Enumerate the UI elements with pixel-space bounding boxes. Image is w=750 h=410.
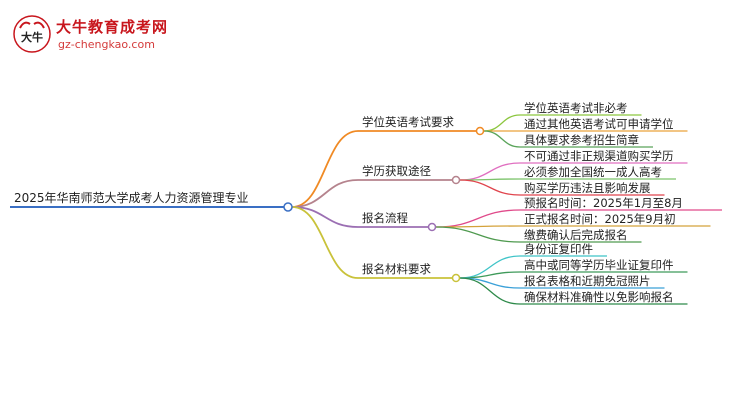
branch-node-dot (451, 175, 461, 185)
branch-label: 学历获取途径 (362, 164, 431, 178)
leaf-connector (483, 130, 521, 148)
leaf-connector (459, 179, 521, 196)
leaf-connector (459, 162, 521, 181)
bull-logo-icon: 大牛 (13, 15, 51, 53)
root-node-dot (283, 202, 293, 212)
leaf-label: 报名表格和近期免冠照片 (524, 274, 651, 288)
leaf-label: 必须参加全国统一成人高考 (524, 165, 662, 179)
leaf-label: 高中或同等学历毕业证复印件 (524, 258, 674, 272)
leaf-label: 正式报名时间：2025年9月初 (524, 212, 676, 226)
branch-label: 报名流程 (362, 211, 408, 225)
logo-mark-text: 大牛 (21, 30, 43, 44)
mind-map-nodes: 2025年华南师范大学成考人力资源管理专业 学位英语考试要求 学位英语考试非必考通过… (14, 101, 683, 304)
leaf-connector (483, 114, 521, 132)
leaf-label: 通过其他英语考试可申请学位 (524, 117, 674, 131)
root-topic: 2025年华南师范大学成考人力资源管理专业 (14, 190, 249, 205)
leaf-label: 确保材料准确性以免影响报名 (524, 290, 674, 304)
leaf-label: 预报名时间：2025年1月至8月 (524, 196, 683, 210)
branch-connector (291, 206, 359, 279)
logo-url: gz-chengkao.com (58, 38, 155, 51)
leaf-label: 缴费确认后完成报名 (524, 228, 628, 242)
leaf-label: 学位英语考试非必考 (524, 101, 628, 115)
branch-node-dot (475, 126, 485, 136)
branch-connector (291, 130, 359, 208)
mind-map-edges (10, 114, 722, 305)
branch-node-dot (427, 222, 437, 232)
branch-node-dot (451, 273, 461, 283)
logo-title: 大牛教育成考网 (56, 18, 169, 36)
leaf-label: 购买学历违法且影响发展 (524, 181, 651, 195)
leaf-connector (459, 271, 521, 279)
branch-label: 学位英语考试要求 (362, 115, 454, 129)
leaf-connector (459, 277, 521, 305)
logo: 大牛 大牛教育成考网 gz-chengkao.com (12, 14, 182, 58)
branch-connector (291, 206, 359, 228)
leaf-connector (435, 226, 521, 243)
branch-label: 报名材料要求 (362, 262, 431, 276)
leaf-connector (435, 209, 521, 228)
leaf-label: 不可通过非正规渠道购买学历 (524, 149, 674, 163)
leaf-label: 具体要求参考招生简章 (524, 133, 639, 147)
leaf-label: 身份证复印件 (524, 242, 593, 256)
branch-connector (291, 179, 359, 208)
